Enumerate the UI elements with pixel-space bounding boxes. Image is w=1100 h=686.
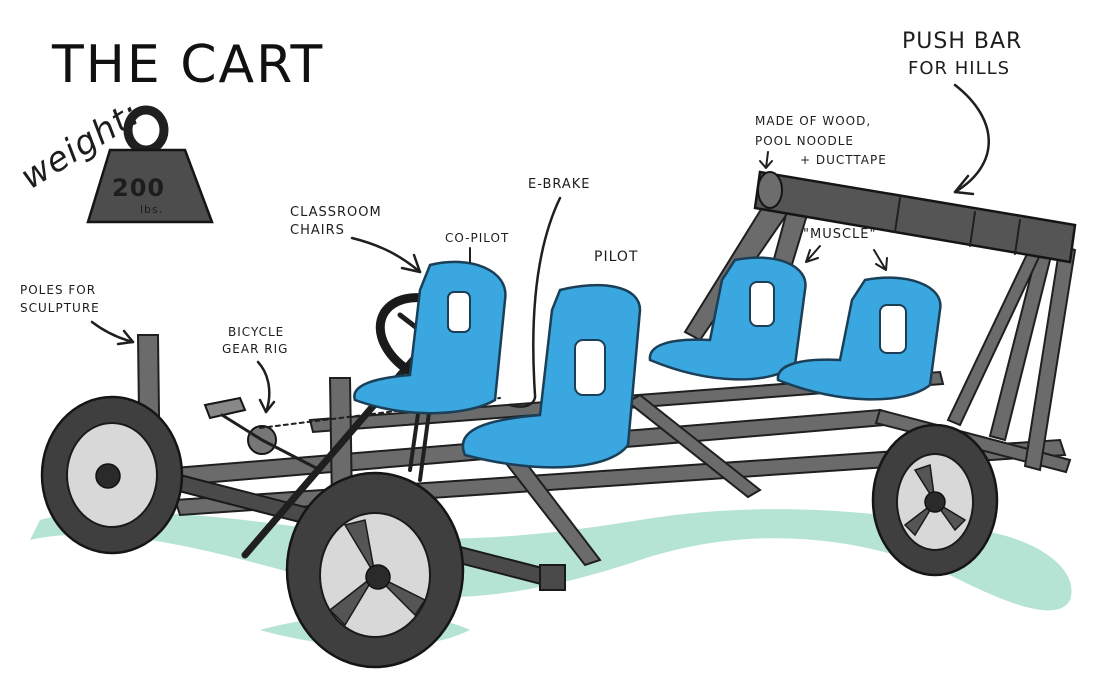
e-brake-label: E-BRAKE xyxy=(528,177,591,192)
poles-label-line1: POLES FOR xyxy=(20,283,96,297)
label-pilot: PILOT xyxy=(594,249,638,265)
push-bar-label-line2: FOR HILLS xyxy=(908,58,1010,79)
label-classroom-chairs: CLASSROOM CHAIRS xyxy=(290,205,422,274)
label-poles: POLES FOR SCULPTURE xyxy=(20,283,135,346)
label-made-of: MADE OF WOOD, POOL NOODLE + DUCTTAPE xyxy=(755,114,887,169)
seat-muscle-1 xyxy=(648,256,807,381)
page-title: THE CART xyxy=(51,35,324,95)
co-pilot-label: CO-PILOT xyxy=(445,231,509,245)
label-e-brake: E-BRAKE xyxy=(508,177,591,408)
pilot-label: PILOT xyxy=(594,249,638,265)
wheel-front-left xyxy=(285,471,465,669)
weight-badge: weight: 200 lbs. xyxy=(14,93,214,224)
classroom-label-line1: CLASSROOM xyxy=(290,205,382,220)
push-bar-label-line1: PUSH BAR xyxy=(902,29,1022,54)
made-of-label-line3: + DUCTTAPE xyxy=(800,153,887,167)
label-co-pilot: CO-PILOT xyxy=(445,231,509,263)
label-push-bar: PUSH BAR FOR HILLS xyxy=(902,29,1022,196)
made-of-label-line1: MADE OF WOOD, xyxy=(755,114,871,128)
muscle-label: "MUSCLE" xyxy=(803,227,876,242)
seat-co-pilot xyxy=(353,260,507,415)
label-muscle: "MUSCLE" xyxy=(803,227,888,271)
weight-unit: lbs. xyxy=(140,203,163,216)
wheel-rear-left xyxy=(40,395,184,555)
wheel-front-right xyxy=(871,423,999,577)
seat-muscle-2 xyxy=(776,276,942,401)
label-bicycle-gear: BICYCLE GEAR RIG xyxy=(222,325,288,414)
poles-label-line2: SCULPTURE xyxy=(20,301,100,315)
weight-icon xyxy=(86,148,214,224)
seat-pilot xyxy=(461,284,642,469)
bicycle-label-line2: GEAR RIG xyxy=(222,342,288,356)
classroom-label-line2: CHAIRS xyxy=(290,223,345,238)
bicycle-label-line1: BICYCLE xyxy=(228,325,284,339)
made-of-label-line2: POOL NOODLE xyxy=(755,134,854,148)
weight-value: 200 xyxy=(112,174,165,202)
